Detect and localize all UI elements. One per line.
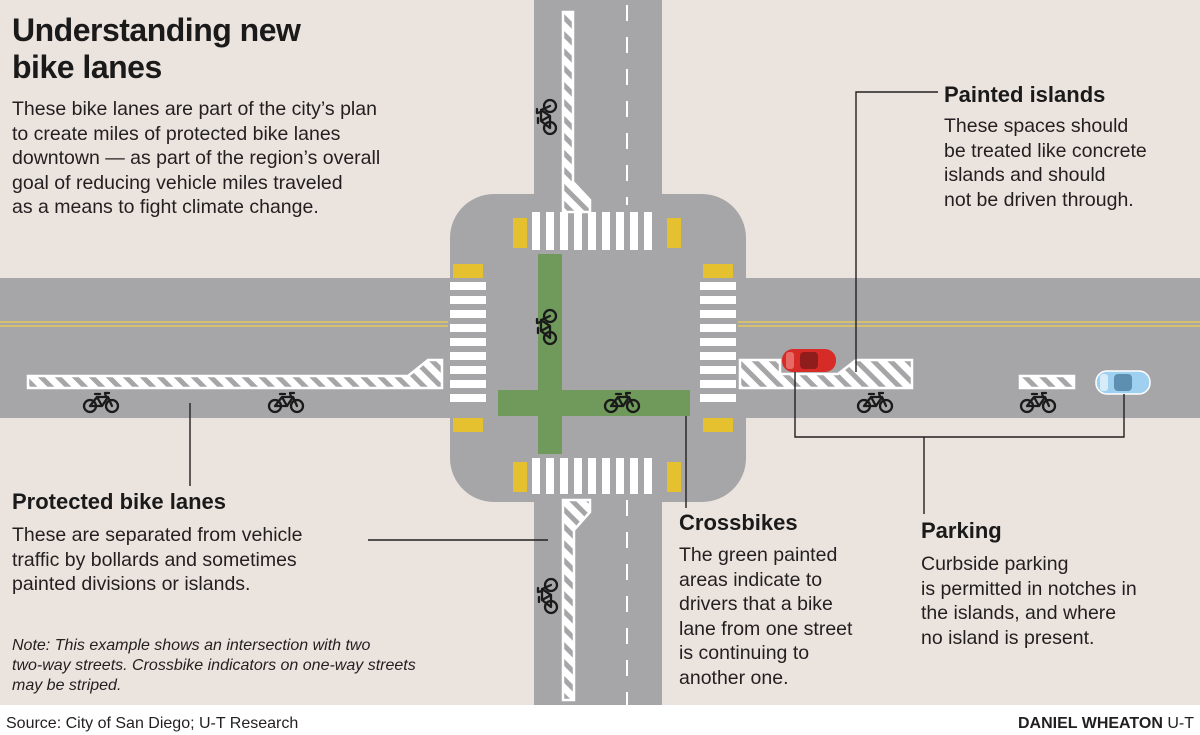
title-line: Understanding new	[12, 12, 301, 48]
callout-line: another one.	[679, 666, 789, 689]
callout-line: The green painted	[679, 544, 838, 566]
callout-line: drivers that a bike	[679, 593, 833, 615]
red-car-icon	[782, 349, 836, 372]
intro-line: These bike lanes are part of the city’s …	[12, 98, 377, 120]
intro-line: goal of reducing vehicle miles traveled	[12, 171, 343, 194]
callout-body: The green painted areas indicate to driv…	[679, 543, 909, 690]
intro-line: downtown — as part of the region’s overa…	[12, 147, 381, 169]
blue-car-icon	[1095, 370, 1151, 395]
callout-line: be treated like concrete	[944, 139, 1147, 162]
callout-body: These are separated from vehicle traffic…	[12, 523, 372, 597]
callout-line: no island is present.	[921, 626, 1095, 649]
intro-line: to create miles of protected bike lanes	[12, 122, 341, 145]
credit-name: DANIEL WHEATON	[1018, 715, 1163, 732]
credit-org: U-T	[1167, 715, 1194, 732]
credit-line: DANIEL WHEATON U-T	[1018, 714, 1194, 733]
intro-text: These bike lanes are part of the city’s …	[12, 97, 482, 220]
intro-line: as a means to fight climate change.	[12, 196, 319, 218]
callout-line: is continuing to	[679, 642, 810, 664]
callout-heading: Parking	[921, 518, 1002, 543]
painted-islands	[26, 10, 1076, 702]
callout-body: Curbside parking is permitted in notches…	[921, 552, 1193, 650]
page-title: Understanding new bike lanes	[12, 12, 432, 86]
title-line: bike lanes	[12, 49, 162, 85]
callout-line: not be driven through.	[944, 188, 1134, 211]
note-line: may be striped.	[12, 677, 122, 694]
callout-heading: Painted islands	[944, 82, 1106, 107]
crossbikes-callout: Crossbikes The green painted areas indic…	[679, 510, 909, 690]
crossbike-green	[498, 254, 690, 454]
source-line: Source: City of San Diego; U-T Research	[6, 715, 299, 732]
painted-islands-callout: Painted islands These spaces should be t…	[944, 82, 1194, 212]
callout-line: the islands, and where	[921, 602, 1117, 624]
yellow-bollards	[453, 218, 733, 492]
callout-heading: Protected bike lanes	[12, 489, 226, 514]
callout-line: painted divisions or islands.	[12, 573, 251, 595]
footer-strip	[0, 705, 1200, 735]
callout-line: Curbside parking	[921, 553, 1069, 575]
callout-line: lane from one street	[679, 617, 853, 640]
note-line: Note: This example shows an intersection…	[12, 637, 371, 654]
callout-line: traffic by bollards and sometimes	[12, 548, 297, 571]
crosswalks	[450, 212, 736, 494]
protected-bike-lanes-callout: Protected bike lanes These are separated…	[12, 489, 372, 597]
callout-heading: Crossbikes	[679, 510, 798, 535]
center-lines	[0, 321, 1200, 327]
parking-callout: Parking Curbside parking is permitted in…	[921, 518, 1193, 650]
note-line: two-way streets. Crossbike indicators on…	[12, 657, 416, 674]
callout-body: These spaces should be treated like conc…	[944, 114, 1194, 212]
callout-line: These spaces should	[944, 115, 1129, 137]
note-text: Note: This example shows an intersection…	[12, 636, 532, 696]
callout-line: is permitted in notches in	[921, 577, 1137, 600]
callout-line: areas indicate to	[679, 568, 823, 591]
callout-line: islands and should	[944, 164, 1106, 186]
leader-lines	[189, 91, 1125, 541]
callout-line: These are separated from vehicle	[12, 524, 303, 546]
